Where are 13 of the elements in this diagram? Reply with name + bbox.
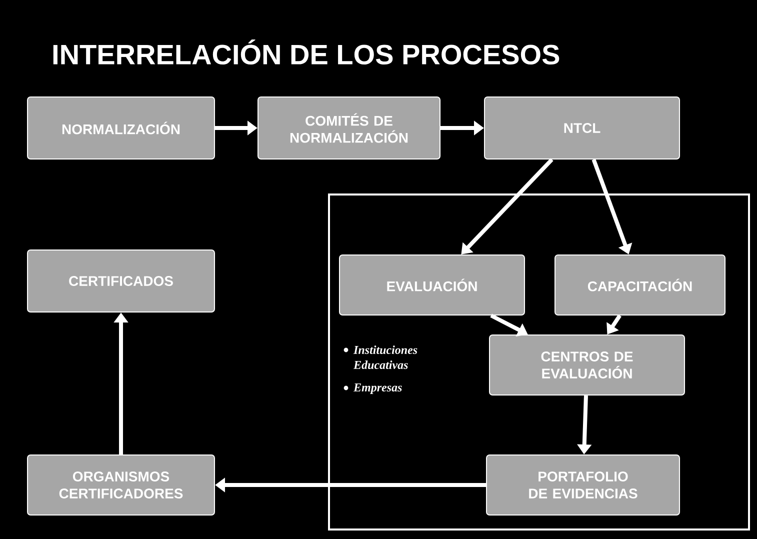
bullet-item: Instituciones Educativas [353, 346, 418, 369]
process-box: NTCL [484, 96, 680, 160]
process-box: EVALUACIÓN [339, 254, 525, 316]
process-box: CENTROS DE EVALUACIÓN [489, 334, 685, 396]
process-box: NORMALIZACIÓN [27, 96, 215, 160]
process-box: CAPACITACIÓN [554, 254, 726, 316]
process-box: COMITÉS DE NORMALIZACIÓN [258, 96, 440, 160]
process-box: ORGANISMOS CERTIFICADORES [27, 454, 215, 516]
title: INTERRELACIÓN DE LOS PROCESOS [53, 39, 560, 65]
bullet-item: Empresas [353, 384, 402, 394]
process-box: PORTAFOLIO DE EVIDENCIAS [486, 454, 680, 516]
arrow [461, 158, 554, 254]
process-box: CERTIFICADOS [27, 250, 215, 312]
